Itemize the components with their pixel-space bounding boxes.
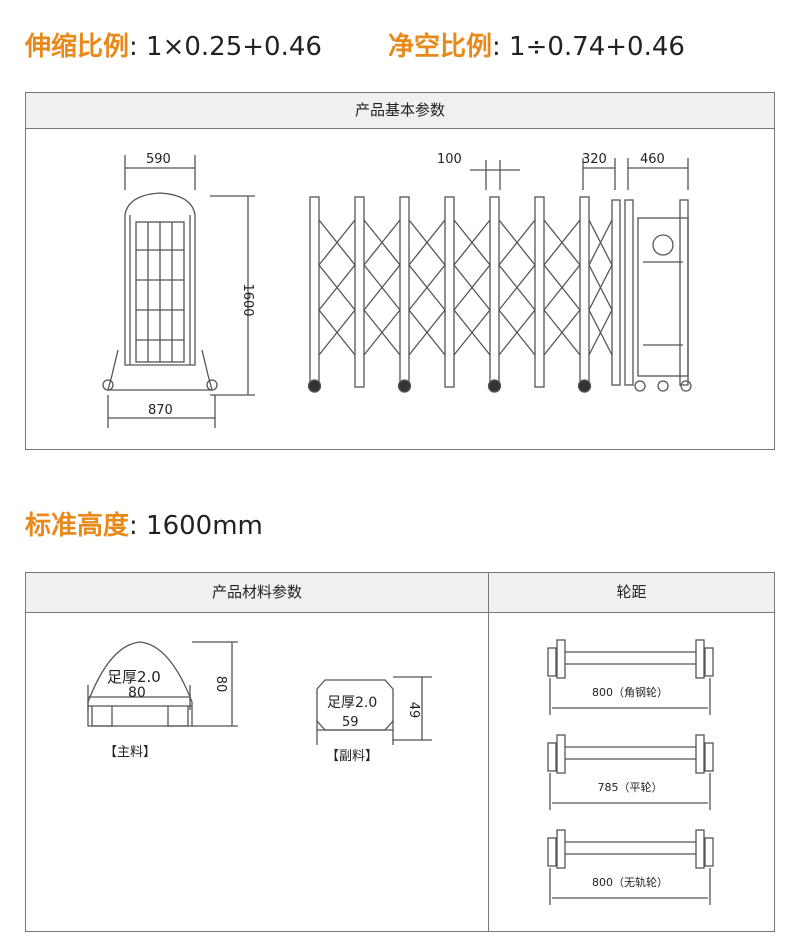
gate-pillar xyxy=(489,196,500,388)
side-view: 100 320 460 xyxy=(307,152,692,393)
gate-pillar xyxy=(444,196,455,388)
lattice-bar xyxy=(363,264,401,311)
lattice-bar xyxy=(543,264,581,311)
front-view: 590 870 1600 xyxy=(102,152,255,428)
front-top-width: 590 xyxy=(146,152,171,167)
divider xyxy=(488,612,489,931)
side-cabinet: 460 xyxy=(640,152,665,167)
lattice-bar xyxy=(453,309,491,356)
gate-pillar xyxy=(399,196,410,388)
material-panel: 产品材料参数 轮距 xyxy=(25,572,775,932)
wheelbase-title: 轮距 xyxy=(489,573,774,612)
material-drawings: 80 足厚2.0 80 【主料】 59 足厚2.0 49 【副料】 800（角钢… xyxy=(87,639,714,905)
wheelbase-drawings: 800（角钢轮） 785（平轮） 800（无轨轮） xyxy=(547,639,714,905)
wheelbase-item: 800（角钢轮） xyxy=(547,639,714,715)
secondary-thickness: 足厚2.0 xyxy=(327,695,377,711)
wheelbase-label: 800（无轨轮） xyxy=(592,875,668,889)
secondary-caption: 【副料】 xyxy=(326,749,378,764)
lattice-bar xyxy=(318,219,356,266)
secondary-profile: 59 足厚2.0 49 【副料】 xyxy=(316,676,432,764)
lattice-bar xyxy=(588,264,613,311)
lattice-bar xyxy=(588,309,613,356)
standard-height-value: : 1600mm xyxy=(129,511,263,541)
material-params-title: 产品材料参数 xyxy=(26,573,489,612)
clear-ratio: 净空比例: 1÷0.74+0.46 xyxy=(388,26,685,63)
wheel-icon xyxy=(307,379,322,393)
main-height: 80 xyxy=(213,676,228,693)
gate-pillar xyxy=(309,196,320,388)
wheelbase-item: 785（平轮） xyxy=(547,734,714,810)
telescopic-ratio-label: 伸缩比例 xyxy=(25,32,130,62)
secondary-height: 49 xyxy=(406,702,421,719)
lattice-bar xyxy=(543,309,581,356)
lattice-bar xyxy=(318,309,356,356)
main-profile: 80 足厚2.0 80 【主料】 xyxy=(87,641,238,760)
lattice-bar xyxy=(363,219,401,266)
side-pillar: 320 xyxy=(582,152,607,167)
main-caption: 【主料】 xyxy=(104,745,156,760)
standard-height: 标准高度: 1600mm xyxy=(25,505,263,542)
lattice-bar xyxy=(543,219,581,266)
secondary-width: 59 xyxy=(342,715,359,730)
front-height: 1600 xyxy=(240,283,255,316)
main-width: 80 xyxy=(128,685,146,701)
gate-drawings: 590 870 1600 100 320 460 xyxy=(102,152,692,428)
wheelbase-label: 785（平轮） xyxy=(598,780,663,794)
lattice-bar xyxy=(318,264,356,311)
standard-height-label: 标准高度 xyxy=(25,511,130,541)
basic-params-panel: 产品基本参数 xyxy=(25,92,775,450)
wheel-icon xyxy=(397,379,412,393)
telescopic-ratio-value: : 1×0.25+0.46 xyxy=(129,32,322,62)
lattice-bar xyxy=(498,309,536,356)
lattice-bar xyxy=(453,219,491,266)
wheelbase-item: 800（无轨轮） xyxy=(547,829,714,905)
lattice-bar xyxy=(363,309,401,356)
main-thickness: 足厚2.0 xyxy=(107,668,161,686)
telescopic-ratio: 伸缩比例: 1×0.25+0.46 xyxy=(25,26,322,63)
gate-pillar xyxy=(354,196,365,388)
wheelbase-label: 800（角钢轮） xyxy=(592,685,668,699)
basic-params-title: 产品基本参数 xyxy=(26,93,774,129)
gate-pillar xyxy=(579,196,590,388)
clear-ratio-value: : 1÷0.74+0.46 xyxy=(492,32,685,62)
lattice-bar xyxy=(498,219,536,266)
lattice-bar xyxy=(408,264,446,311)
lattice-bar xyxy=(588,219,613,266)
lattice-bar xyxy=(408,219,446,266)
wheel-icon xyxy=(487,379,502,393)
clear-ratio-label: 净空比例 xyxy=(388,32,493,62)
side-gap: 100 xyxy=(437,152,462,167)
wheel-icon xyxy=(577,379,592,393)
lattice-bar xyxy=(408,309,446,356)
gate-pillar xyxy=(534,196,545,388)
lattice-bar xyxy=(498,264,536,311)
lattice-bar xyxy=(453,264,491,311)
front-base-width: 870 xyxy=(148,403,173,418)
